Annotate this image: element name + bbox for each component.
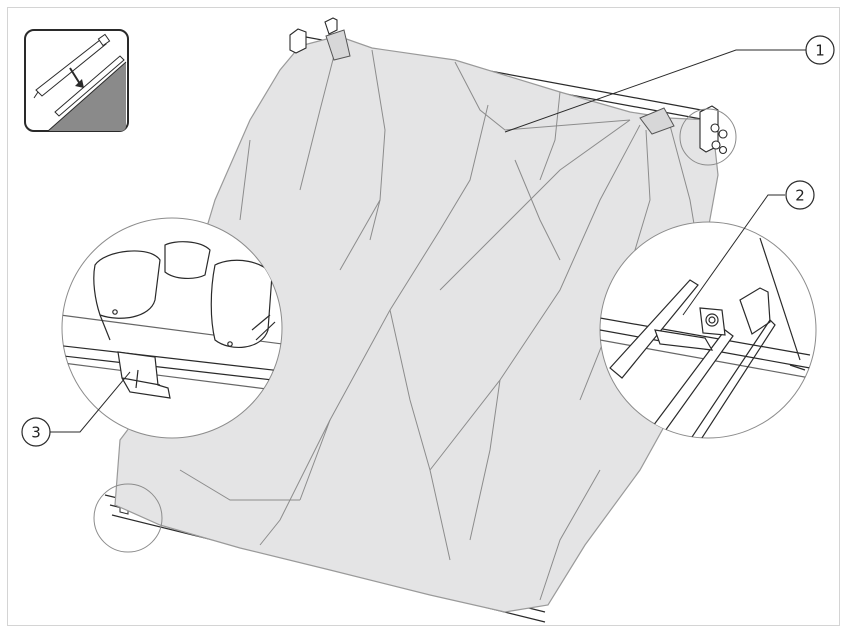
leader-lines (50, 49, 806, 433)
figure-frame (7, 7, 840, 626)
callout-3-label: 3 (31, 424, 41, 442)
hinge-hardware (699, 105, 728, 155)
top-straps (325, 29, 675, 135)
detail-marker-top-right (679, 108, 737, 166)
top-left-bracket (289, 17, 338, 54)
detail-marker-bottom-left (93, 483, 163, 553)
callout-1: 1 (805, 35, 835, 65)
callout-2: 2 (785, 180, 815, 210)
callout-3: 3 (21, 417, 51, 447)
callout-1-label: 1 (815, 42, 825, 60)
detail-view-right (599, 221, 817, 439)
detail-view-left (61, 217, 283, 439)
rail-insert-icon (24, 29, 129, 132)
callout-2-label: 2 (795, 187, 805, 205)
